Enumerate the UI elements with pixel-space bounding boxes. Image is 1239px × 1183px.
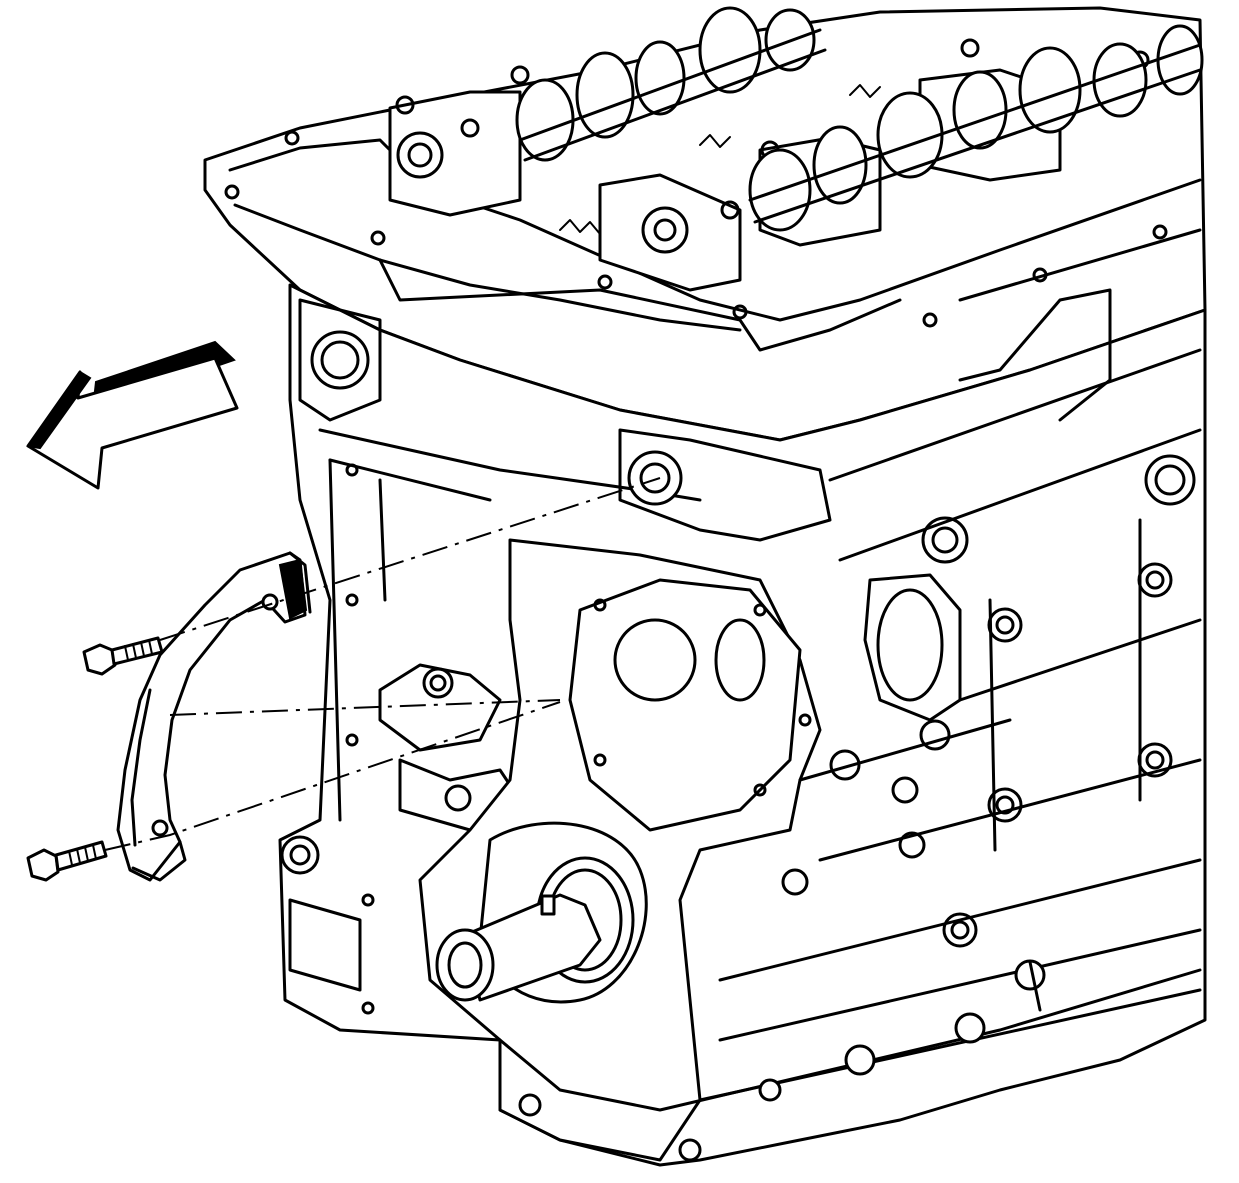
camshafts [515, 6, 1204, 235]
alignment-lines [104, 477, 661, 851]
arrow-left-icon [26, 340, 239, 490]
crankshaft-snout [435, 821, 648, 1004]
bolt-icon [82, 636, 164, 676]
cylinder-head [203, 6, 1207, 442]
timing-chain-guide [116, 551, 312, 882]
bolt-icon [26, 840, 108, 882]
engine-block [278, 228, 1207, 1167]
